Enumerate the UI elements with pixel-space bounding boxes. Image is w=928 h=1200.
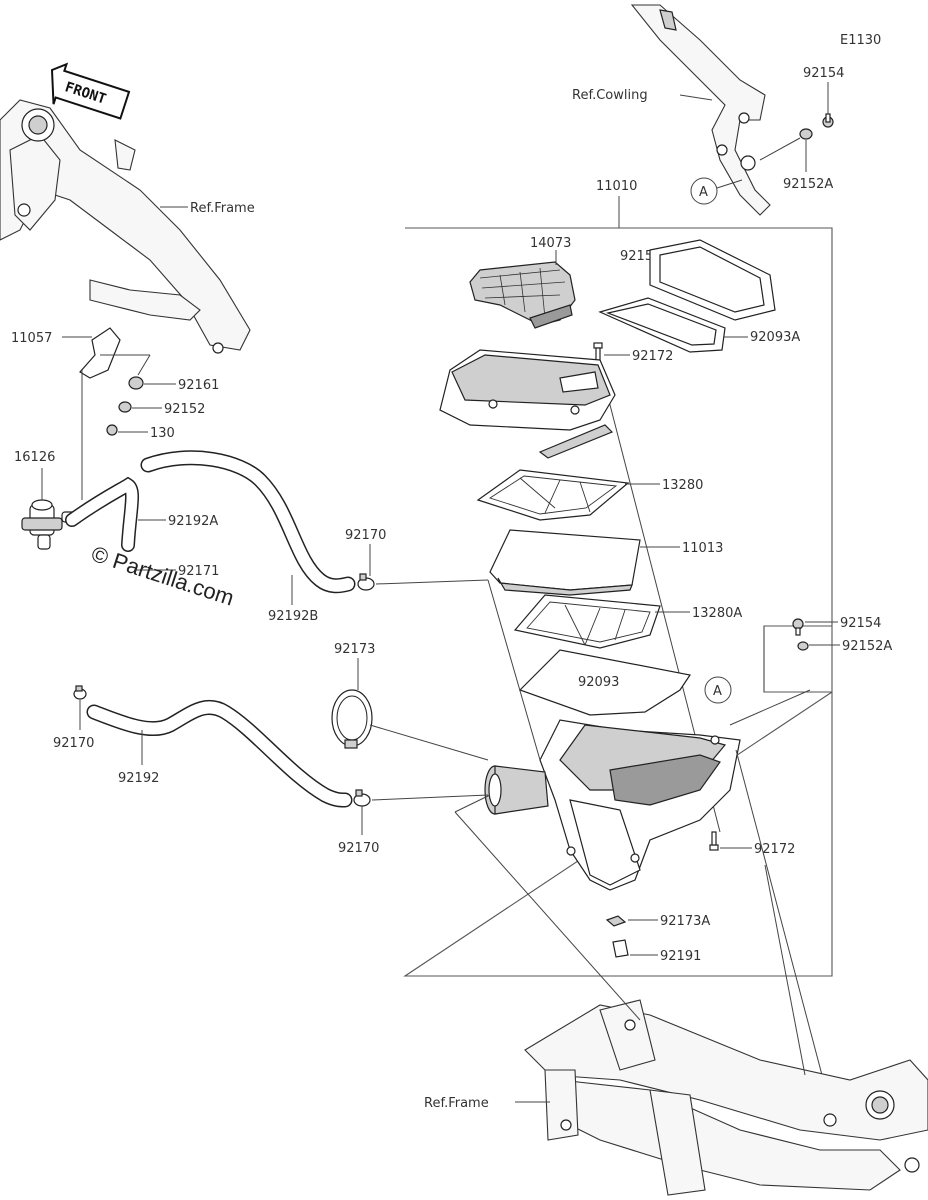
seal-92093 [518,649,692,716]
label-92173: 92173 [334,642,375,657]
ref-cowling-label: Ref.Cowling [572,88,648,103]
callout-a-top-label: A [699,185,708,200]
diagram-code: E1130 [840,33,881,48]
callout-a-top [690,177,718,205]
screw-92172-bottom [709,831,719,851]
clamp-92170-a [357,573,375,591]
ref-frame-bottom-label: Ref.Frame [424,1096,489,1111]
clamp-92170-c [353,789,371,807]
label-92173A: 92173A [660,914,710,929]
label-92170-c: 92170 [338,841,379,856]
bolt-92154-top [822,113,834,128]
frame-13280 [476,469,630,521]
label-92172-top: 92172 [632,349,673,364]
label-11057: 11057 [11,331,52,346]
label-130: 130 [150,426,175,441]
label-92152A-top: 92152A [783,177,833,192]
clamp-92173 [331,689,373,749]
label-13280A: 13280A [692,606,742,621]
label-14073: 14073 [530,236,571,251]
label-11010: 11010 [596,179,637,194]
label-92192: 92192 [118,771,159,786]
clamp-92170-b [73,685,87,700]
cover-92093A [598,239,776,353]
frame-13280A [513,594,661,649]
airbox-body [484,719,741,891]
label-92093A: 92093A [750,330,800,345]
label-92171: 92171 [178,564,219,579]
washer-92152A-top [799,128,813,140]
label-11013: 11013 [682,541,723,556]
bolt-92154-mid [792,618,804,636]
label-16126: 16126 [14,450,55,465]
label-13280: 13280 [662,478,703,493]
label-92154-top: 92154 [803,66,844,81]
label-92192B: 92192B [268,609,318,624]
label-92093: 92093 [578,675,619,690]
frame-bottom [524,999,928,1196]
label-92172-bottom: 92172 [754,842,795,857]
label-92192A: 92192A [168,514,218,529]
grommet-92161 [128,376,144,390]
element-11013 [489,529,641,596]
cap-92191 [612,939,629,958]
washer-92152 [118,401,132,413]
label-92154-mid: 92154 [840,616,881,631]
label-92170-a: 92170 [345,528,386,543]
bolt-130 [106,424,118,436]
duct-14073 [469,261,576,329]
label-92152: 92152 [164,402,205,417]
washer-92152A-mid [797,641,809,651]
callout-a-mid-label: A [713,684,722,699]
label-92170-b: 92170 [53,736,94,751]
label-92152A-mid: 92152A [842,639,892,654]
callout-a-mid [704,676,732,704]
clamp-92173A [605,915,627,927]
bracket-11057 [79,327,121,379]
front-arrow: FRONT [50,62,131,120]
label-92191: 92191 [660,949,701,964]
cowling-bracket [630,4,771,216]
airbox-lid [439,349,616,431]
plate-13280-top [538,424,614,459]
label-92161: 92161 [178,378,219,393]
frame-top-left [0,99,251,354]
ref-frame-top-label: Ref.Frame [190,201,255,216]
